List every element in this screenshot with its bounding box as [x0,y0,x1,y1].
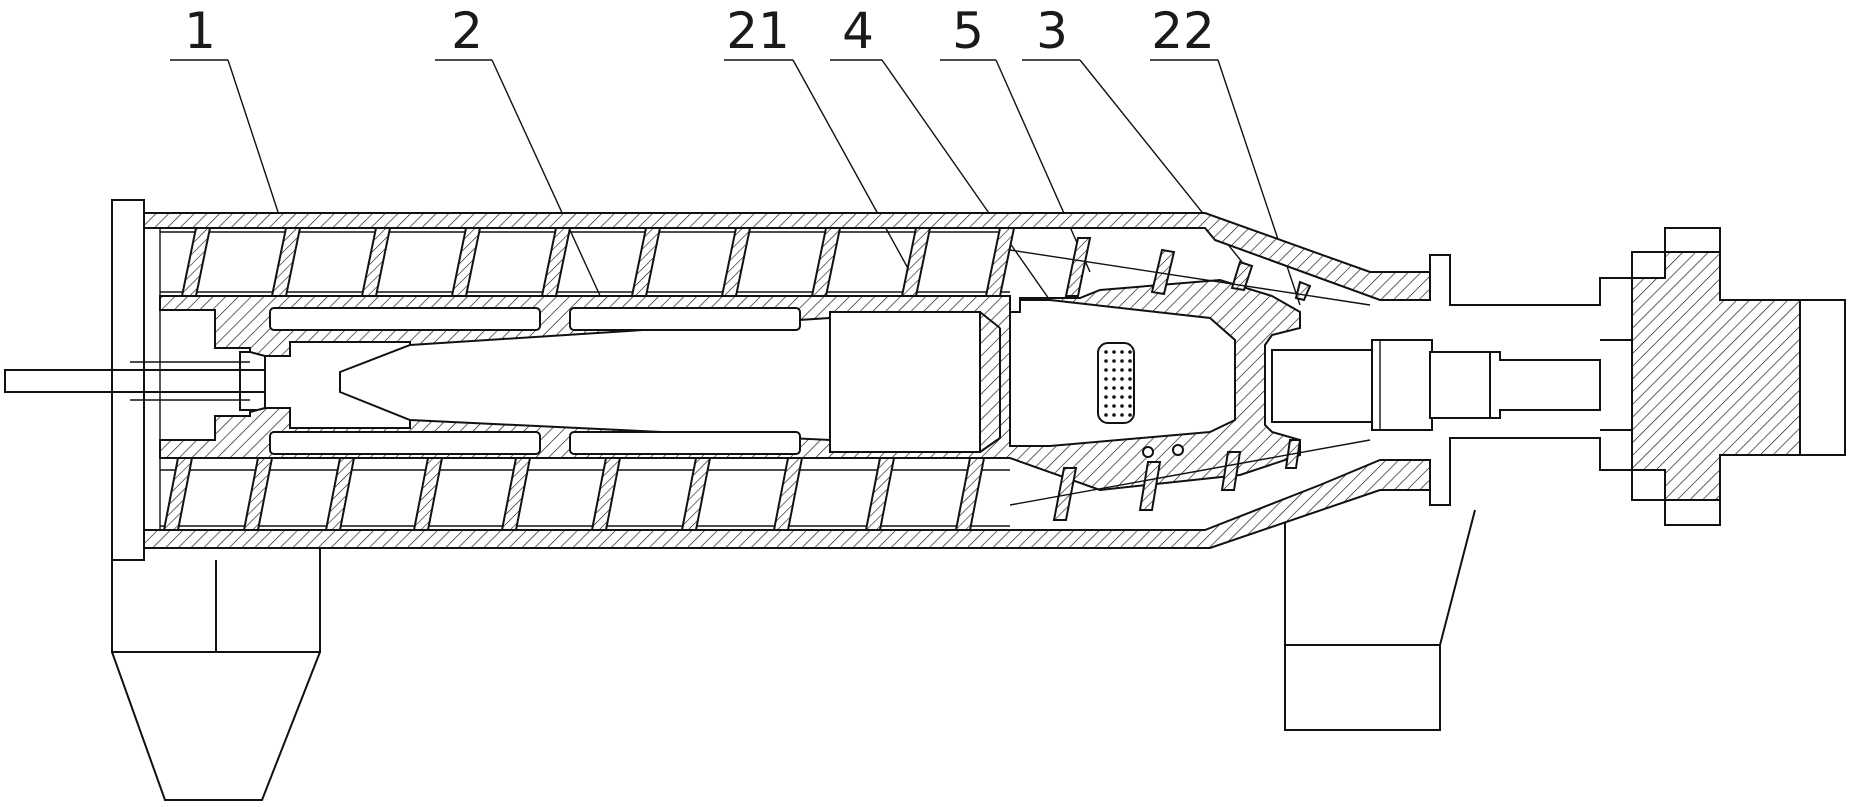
drive-shaft [1489,351,1601,419]
label-2: 2 [451,2,483,60]
label-1: 1 [184,2,216,60]
label-22: 22 [1151,2,1215,60]
left-flange-plate [111,199,145,561]
screw-flights-bottom [160,439,1371,531]
screw-flights-top [160,227,1371,306]
label-21-leader [792,59,911,273]
label-3: 3 [1036,2,1068,60]
label-21: 21 [726,2,790,60]
right-drive-assembly [1371,227,1846,526]
label-5: 5 [952,2,984,60]
discharge-hoppers [111,509,1476,801]
label-22-leader [1217,59,1301,306]
left-hopper-cone [111,651,321,801]
screw-conveyor-hub [159,278,1373,492]
perforated-screen [1097,342,1135,424]
right-hopper-body [1284,509,1476,731]
shaft-bore [1271,349,1373,423]
callout-labels: 1 2 21 4 5 3 22 [170,2,1301,373]
label-2-leader [491,59,603,301]
label-1-leader [227,59,279,213]
gearbox [1631,251,1801,501]
center-chamber [829,311,981,453]
label-4: 4 [842,2,874,60]
bowl-shell-top [143,212,1431,301]
label-5-leader [995,59,1091,273]
distributor-cone [1009,299,1236,447]
drive-shaft-collar [1371,339,1433,431]
